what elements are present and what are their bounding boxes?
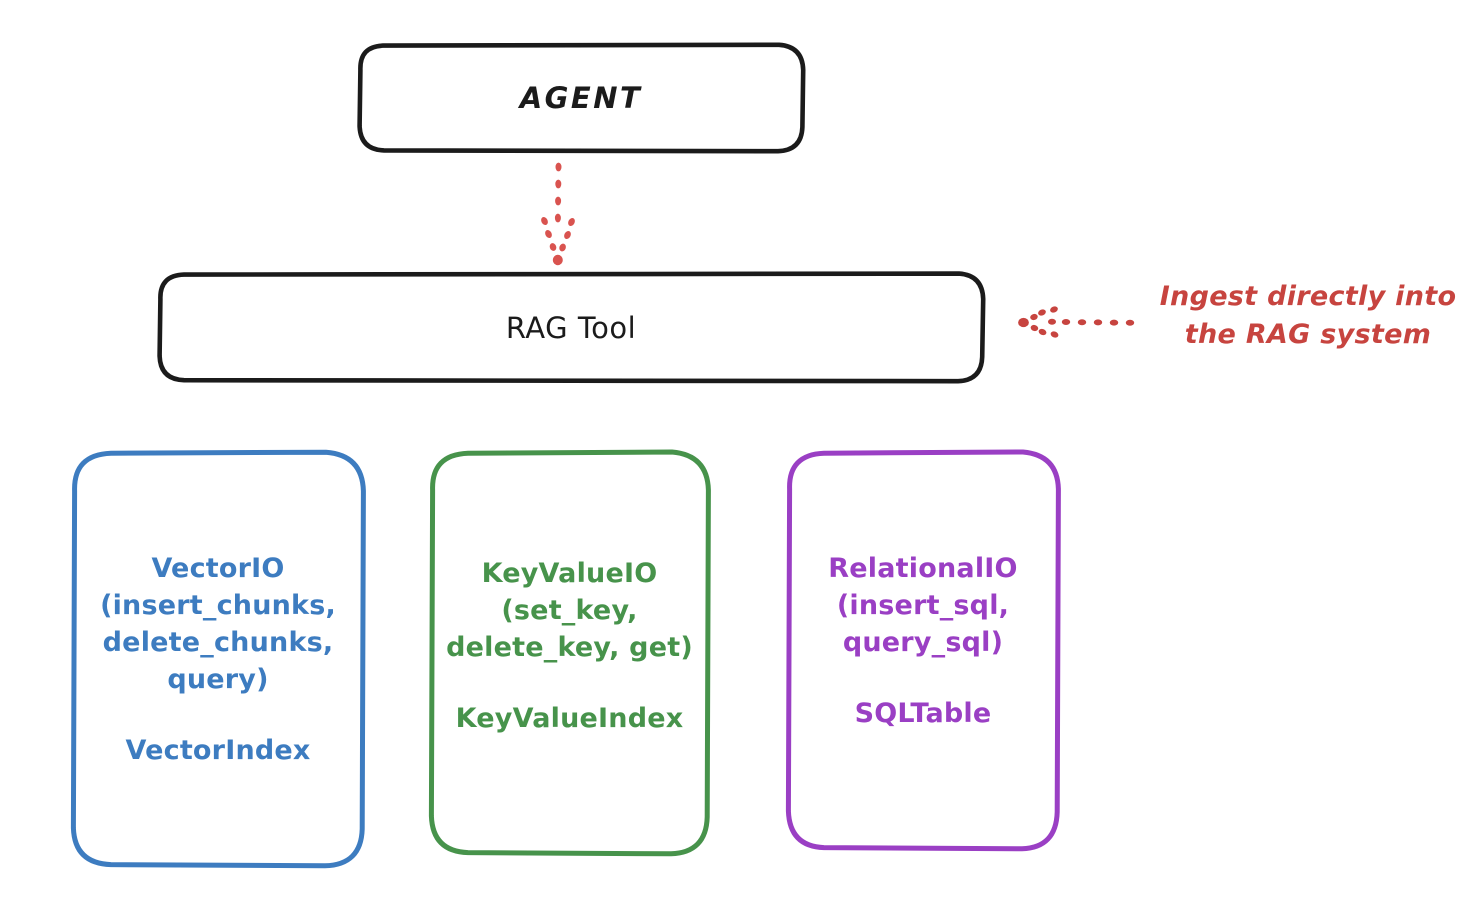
- node-keyvalue-io[interactable]: KeyValueIO (set_key, delete_key, get) Ke…: [428, 449, 711, 857]
- node-vector-io[interactable]: VectorIO (insert_chunks, delete_chunks, …: [70, 449, 366, 869]
- dotted-arrow-left-icon: [1018, 306, 1135, 338]
- relational-io-table-label: SQLTable: [854, 698, 992, 729]
- ingest-annotation-text: Ingest directly into the RAG system: [1159, 281, 1457, 350]
- node-rag-tool[interactable]: RAG Tool: [157, 271, 986, 384]
- vector-io-index-label: VectorIndex: [125, 735, 311, 766]
- relational-io-label: RelationalIO (insert_sql, query_sql): [828, 553, 1018, 658]
- agent-label: AGENT: [519, 81, 643, 115]
- keyvalue-io-label: KeyValueIO (set_key, delete_key, get): [446, 558, 693, 663]
- vector-io-label: VectorIO (insert_chunks, delete_chunks, …: [100, 553, 336, 695]
- node-relational-io[interactable]: RelationalIO (insert_sql, query_sql) SQL…: [785, 449, 1061, 852]
- keyvalue-io-index-label: KeyValueIndex: [455, 703, 684, 734]
- node-agent[interactable]: AGENT: [357, 42, 806, 154]
- rag-tool-label: RAG Tool: [505, 310, 637, 345]
- dotted-arrow-down-icon: [541, 162, 575, 266]
